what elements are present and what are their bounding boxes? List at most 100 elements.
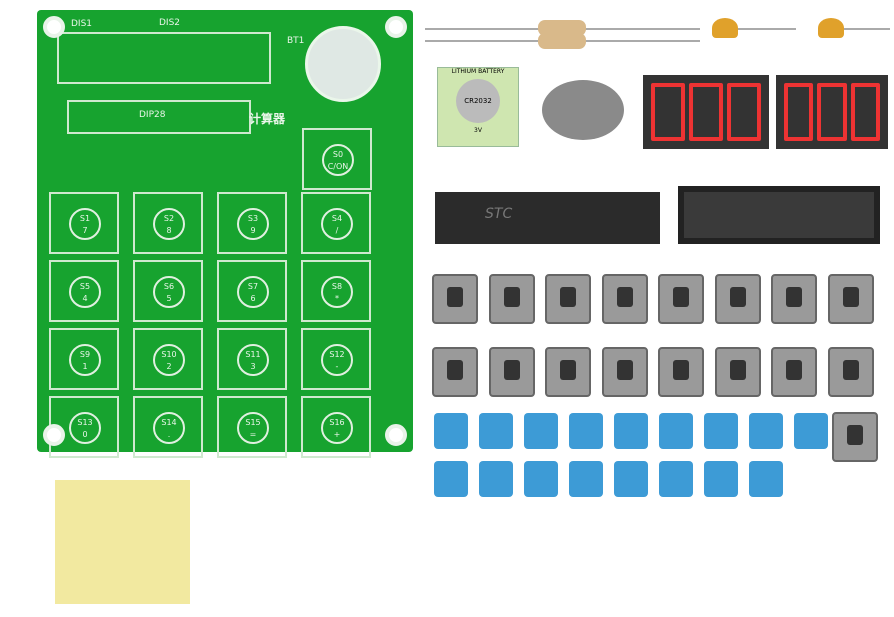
blue-keycap — [479, 413, 513, 449]
tactile-button — [714, 347, 761, 397]
chip-brand: STC — [485, 206, 513, 222]
blue-keycap — [614, 461, 648, 497]
key-id: S3 — [247, 214, 259, 223]
key-label: / — [335, 226, 339, 235]
key-footprint: S14. — [133, 396, 203, 458]
blue-keycap — [659, 413, 693, 449]
key-footprint: S4 / — [301, 192, 371, 254]
dip28-footprint: DIP28 — [67, 100, 251, 134]
key-id: S10 — [161, 350, 177, 359]
tactile-button — [432, 274, 478, 324]
key-label: 9 — [250, 226, 256, 235]
dis1-label: DIS1 — [71, 19, 93, 29]
key-label: 5 — [166, 294, 172, 303]
key-label: - — [335, 362, 339, 371]
pcb-title: 计算器 — [249, 112, 286, 126]
blue-keycap — [749, 413, 783, 449]
ic-socket — [678, 186, 880, 244]
tactile-button — [658, 347, 704, 397]
tactile-button — [827, 347, 874, 397]
blue-keycap — [614, 413, 648, 449]
capacitor-lead — [844, 28, 890, 30]
key-footprint: S8 * — [301, 260, 371, 322]
capacitor — [818, 18, 844, 38]
key-footprint: S16 + — [301, 396, 371, 458]
battery-label: LITHIUM BATTERY — [451, 68, 505, 75]
dip28-label: DIP28 — [139, 110, 166, 120]
keycap-label-sticker-sheet — [55, 480, 190, 604]
key-label: C/ON — [327, 162, 349, 171]
capacitor — [712, 18, 738, 38]
battery-voltage: 3V — [474, 127, 482, 134]
key-label: * — [335, 294, 339, 303]
display-footprint — [57, 32, 271, 84]
key-id: S1 — [79, 214, 91, 223]
tactile-button — [827, 274, 874, 324]
blue-keycap — [524, 461, 558, 497]
blue-keycap — [524, 413, 558, 449]
tactile-button — [771, 274, 817, 324]
tactile-button — [488, 274, 535, 324]
tactile-button — [658, 274, 704, 324]
key-id: S16 — [329, 418, 345, 427]
tactile-button — [714, 274, 761, 324]
key-label: 6 — [250, 294, 256, 303]
resistor — [538, 20, 586, 36]
tactile-button — [601, 274, 648, 324]
key-id: S8 — [331, 282, 343, 291]
key-id: S12 — [329, 350, 345, 359]
seven-segment-display — [776, 75, 888, 149]
key-label: 7 — [82, 226, 88, 235]
blue-keycap — [704, 413, 738, 449]
battery-pad — [305, 26, 381, 102]
key-label: 2 — [166, 362, 172, 371]
microcontroller-chip: STC — [435, 192, 660, 244]
tactile-button — [601, 347, 648, 397]
key-label: 0 — [82, 430, 88, 439]
key-label: 4 — [82, 294, 88, 303]
key-id: S7 — [247, 282, 259, 291]
key-label: + — [333, 430, 341, 439]
battery-model: CR2032 — [456, 79, 500, 123]
capacitor-lead — [738, 28, 796, 30]
tactile-button — [545, 274, 591, 324]
blue-keycap — [569, 461, 603, 497]
key-id: S15 — [245, 418, 261, 427]
dis2-label: DIS2 — [159, 18, 181, 28]
seven-segment-display — [643, 75, 769, 149]
key-label: 1 — [82, 362, 88, 371]
battery-holder — [542, 80, 624, 140]
coin-battery-card: LITHIUM BATTERY CR2032 3V — [437, 67, 519, 147]
tactile-button — [432, 347, 478, 397]
mount-hole — [385, 16, 407, 38]
tactile-button — [832, 412, 878, 462]
key-id: S6 — [163, 282, 175, 291]
key-id: S11 — [245, 350, 261, 359]
key-id: S9 — [79, 350, 91, 359]
key-footprint: S12 - — [301, 328, 371, 390]
key-id: S2 — [163, 214, 175, 223]
mount-hole — [43, 16, 65, 38]
key-id: S4 — [331, 214, 343, 223]
key-footprint: S15= — [217, 396, 287, 458]
key-label: 8 — [166, 226, 172, 235]
blue-keycap — [569, 413, 603, 449]
blue-keycap — [794, 413, 828, 449]
key-label: . — [167, 430, 171, 439]
tactile-button — [488, 347, 535, 397]
blue-keycap — [434, 413, 468, 449]
mount-hole — [385, 424, 407, 446]
tactile-button — [771, 347, 817, 397]
blue-keycap — [434, 461, 468, 497]
key-label: 3 — [250, 362, 256, 371]
